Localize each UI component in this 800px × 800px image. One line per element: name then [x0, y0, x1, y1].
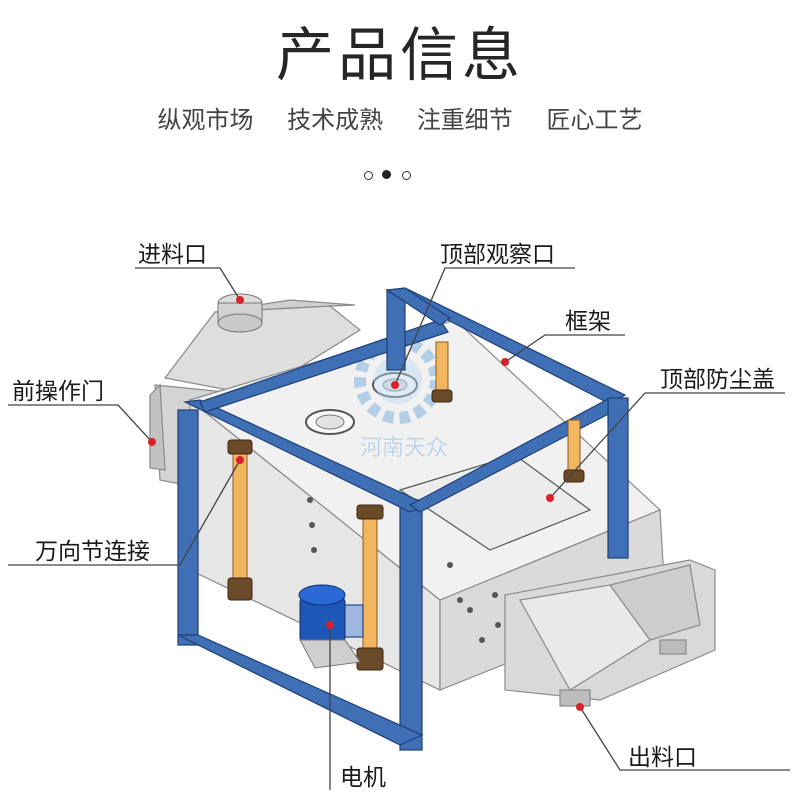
bolt-dots — [307, 497, 501, 643]
watermark-text: 河南天众 — [360, 436, 448, 461]
carousel-dot[interactable] — [364, 171, 373, 180]
marker-dust-cover — [546, 494, 554, 502]
universal-joint-shafts — [232, 341, 581, 656]
carousel-indicator — [362, 170, 422, 183]
leader-outlet — [579, 706, 790, 771]
leader-inlet — [135, 267, 241, 301]
marker-frame — [501, 358, 509, 366]
marker-motor — [326, 621, 334, 629]
marker-front-door — [148, 438, 156, 446]
leader-top-port — [394, 267, 575, 386]
joint-couplings — [227, 389, 585, 671]
callout-dust-cover: 顶部防尘盖 — [660, 367, 775, 393]
callout-outlet: 出料口 — [628, 745, 697, 771]
callout-markers — [148, 296, 584, 711]
callout-top-port: 顶部观察口 — [440, 242, 555, 268]
marker-joint — [236, 456, 244, 464]
tagline-tech: 技术成熟 — [287, 106, 384, 134]
leader-dust-cover — [549, 392, 785, 499]
leader-front-door — [8, 404, 153, 443]
tagline-craft: 匠心工艺 — [546, 106, 643, 134]
page-title: 产品信息 — [275, 21, 524, 89]
tagline-market: 纵观市场 — [157, 106, 254, 134]
tagline-row: 纵观市场 技术成熟 注重细节 匠心工艺 — [0, 100, 800, 135]
marker-outlet — [576, 703, 584, 711]
callout-motor: 电机 — [340, 765, 386, 791]
marker-top-port — [391, 381, 399, 389]
blue-frame — [177, 287, 629, 751]
callout-front-door: 前操作门 — [12, 379, 104, 405]
inlet-cap — [217, 293, 263, 333]
carousel-dot-active[interactable] — [382, 170, 391, 179]
carousel-dot[interactable] — [402, 171, 411, 180]
marker-inlet — [236, 296, 244, 304]
leader-frame — [504, 334, 625, 363]
callout-frame: 框架 — [565, 309, 611, 335]
top-port-ring — [305, 372, 418, 435]
leader-lines — [8, 267, 790, 790]
callout-inlet: 进料口 — [138, 242, 207, 268]
callout-joint: 万向节连接 — [35, 539, 150, 565]
leader-joint — [8, 459, 241, 566]
tagline-detail: 注重细节 — [416, 106, 513, 134]
